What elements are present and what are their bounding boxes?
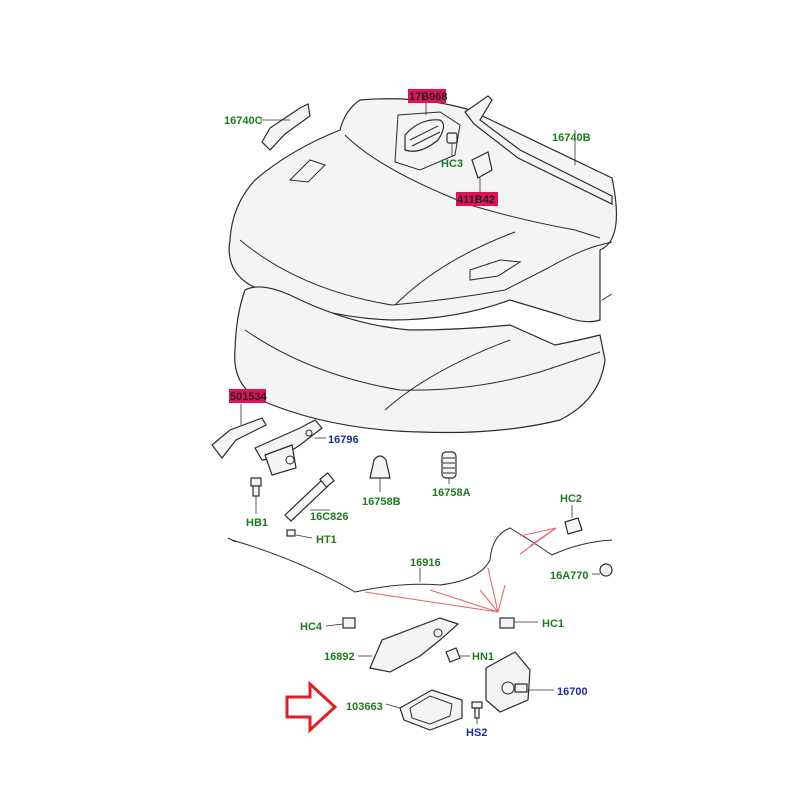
label-16700: 16700 [557, 686, 588, 698]
label-highlight [408, 89, 446, 103]
label-103663: 103663 [346, 701, 383, 713]
label-16758a: 16758A [432, 487, 471, 499]
nut-hn1 [445, 647, 470, 663]
label-hs2: HS2 [466, 727, 487, 739]
label-16758b: 16758B [362, 496, 401, 508]
bracket-103663 [385, 689, 463, 731]
bracket-411b42 [471, 151, 493, 192]
label-16c826: 16C826 [310, 511, 349, 523]
screw-hs2 [471, 701, 483, 724]
clip-hc2 [564, 505, 583, 535]
label-501534: 501534 [230, 391, 268, 403]
label-16916: 16916 [410, 557, 441, 569]
gas-strut-16c826 [284, 472, 335, 522]
vent-grille-17b968 [394, 103, 461, 171]
cable-routing-leaders [364, 527, 557, 613]
seal-16740b [464, 95, 613, 205]
clip-hc3 [446, 132, 458, 157]
label-16a770: 16A770 [550, 570, 589, 582]
label-17b968: 17B968 [409, 91, 448, 103]
latch-16700 [485, 651, 554, 713]
label-hc1: HC1 [542, 618, 564, 630]
label-ht1: HT1 [316, 534, 337, 546]
bracket-16892 [358, 617, 460, 673]
red-outline-arrow-icon [285, 680, 338, 734]
bump-stop-16758b [369, 455, 391, 492]
release-cable-16916 [227, 527, 613, 593]
seal-strip-fragment [599, 241, 613, 246]
label-hc4: HC4 [300, 621, 323, 633]
label-hc2: HC2 [560, 493, 582, 505]
label-16740b: 16740B [552, 132, 591, 144]
seal-strip-fragment [601, 293, 613, 301]
label-hc3: HC3 [441, 158, 463, 170]
label-hb1: HB1 [246, 517, 268, 529]
grommet-16a770 [592, 563, 613, 577]
label-highlight [229, 389, 266, 403]
label-411b42: 411B42 [457, 194, 495, 206]
label-16796: 16796 [328, 434, 359, 446]
clip-hc1 [499, 617, 538, 629]
label-highlight [456, 192, 498, 206]
seal-16740c [260, 103, 311, 151]
label-16740c: 16740C [224, 115, 263, 127]
clip-hc4 [325, 617, 356, 629]
hinge-assembly-16796 [211, 404, 326, 476]
label-hn1: HN1 [472, 651, 494, 663]
bump-stop-16758a [441, 451, 457, 484]
bolt-hb1 [250, 477, 262, 514]
label-16892: 16892 [324, 651, 355, 663]
fastener-ht1 [286, 529, 313, 539]
